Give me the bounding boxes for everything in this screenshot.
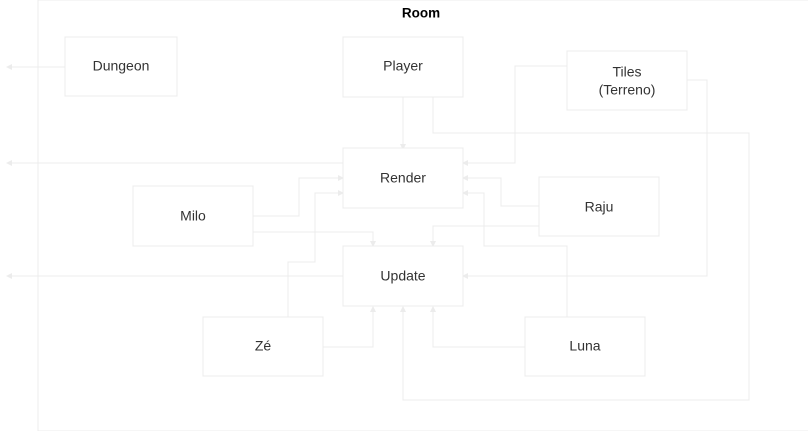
node-raju[interactable]: Raju <box>538 176 660 237</box>
arrowhead-render-out <box>6 160 12 166</box>
node-raju-label: Raju <box>585 199 614 215</box>
arrowhead-dungeon-out <box>6 64 12 70</box>
arrowhead-ze-render <box>338 190 344 196</box>
node-luna-label: Luna <box>569 338 600 354</box>
node-tiles-label-line2: (Terreno) <box>599 82 656 98</box>
edge-ze-render <box>287 192 341 317</box>
edge-player-update <box>402 97 750 401</box>
node-ze[interactable]: Zé <box>202 316 324 377</box>
edge-tiles-render <box>465 65 567 164</box>
room-title: Room <box>402 6 440 21</box>
edge-ze-update <box>323 309 374 348</box>
edge-raju-render <box>465 177 539 207</box>
node-render-label: Render <box>380 170 426 186</box>
node-tiles-label-line1: Tiles <box>612 64 641 80</box>
node-player-label: Player <box>383 58 423 74</box>
node-dungeon[interactable]: Dungeon <box>64 36 178 97</box>
arrowhead-update-out <box>6 273 12 279</box>
arrowhead-tiles-update <box>462 273 468 279</box>
arrowhead-luna-render <box>462 190 468 196</box>
edge-luna-render <box>465 192 568 317</box>
node-player[interactable]: Player <box>342 36 464 98</box>
edge-milo-update <box>253 231 374 244</box>
node-dungeon-label: Dungeon <box>93 58 150 74</box>
node-milo-label: Milo <box>180 208 206 224</box>
edge-milo-render <box>253 177 341 217</box>
arrowhead-milo-render <box>338 175 344 181</box>
node-luna[interactable]: Luna <box>524 316 646 377</box>
arrowhead-luna-update <box>430 306 436 312</box>
node-update-label: Update <box>380 268 425 284</box>
arrowhead-player-update <box>400 306 406 312</box>
edge-raju-update <box>432 225 539 244</box>
edges <box>6 64 750 401</box>
arrowhead-player-render <box>400 144 406 150</box>
node-ze-label: Zé <box>255 338 272 354</box>
arrowhead-ze-update <box>370 306 376 312</box>
arrowhead-milo-update <box>370 241 376 247</box>
node-render[interactable]: Render <box>342 147 464 209</box>
arrowhead-raju-update <box>430 241 436 247</box>
node-milo[interactable]: Milo <box>132 185 254 247</box>
node-tiles[interactable]: Tiles (Terreno) <box>566 50 688 111</box>
node-update[interactable]: Update <box>342 245 464 307</box>
edge-tiles-update <box>465 79 708 277</box>
arrowhead-raju-render <box>462 175 468 181</box>
edge-luna-update <box>432 309 525 348</box>
arrowhead-tiles-render <box>462 160 468 166</box>
